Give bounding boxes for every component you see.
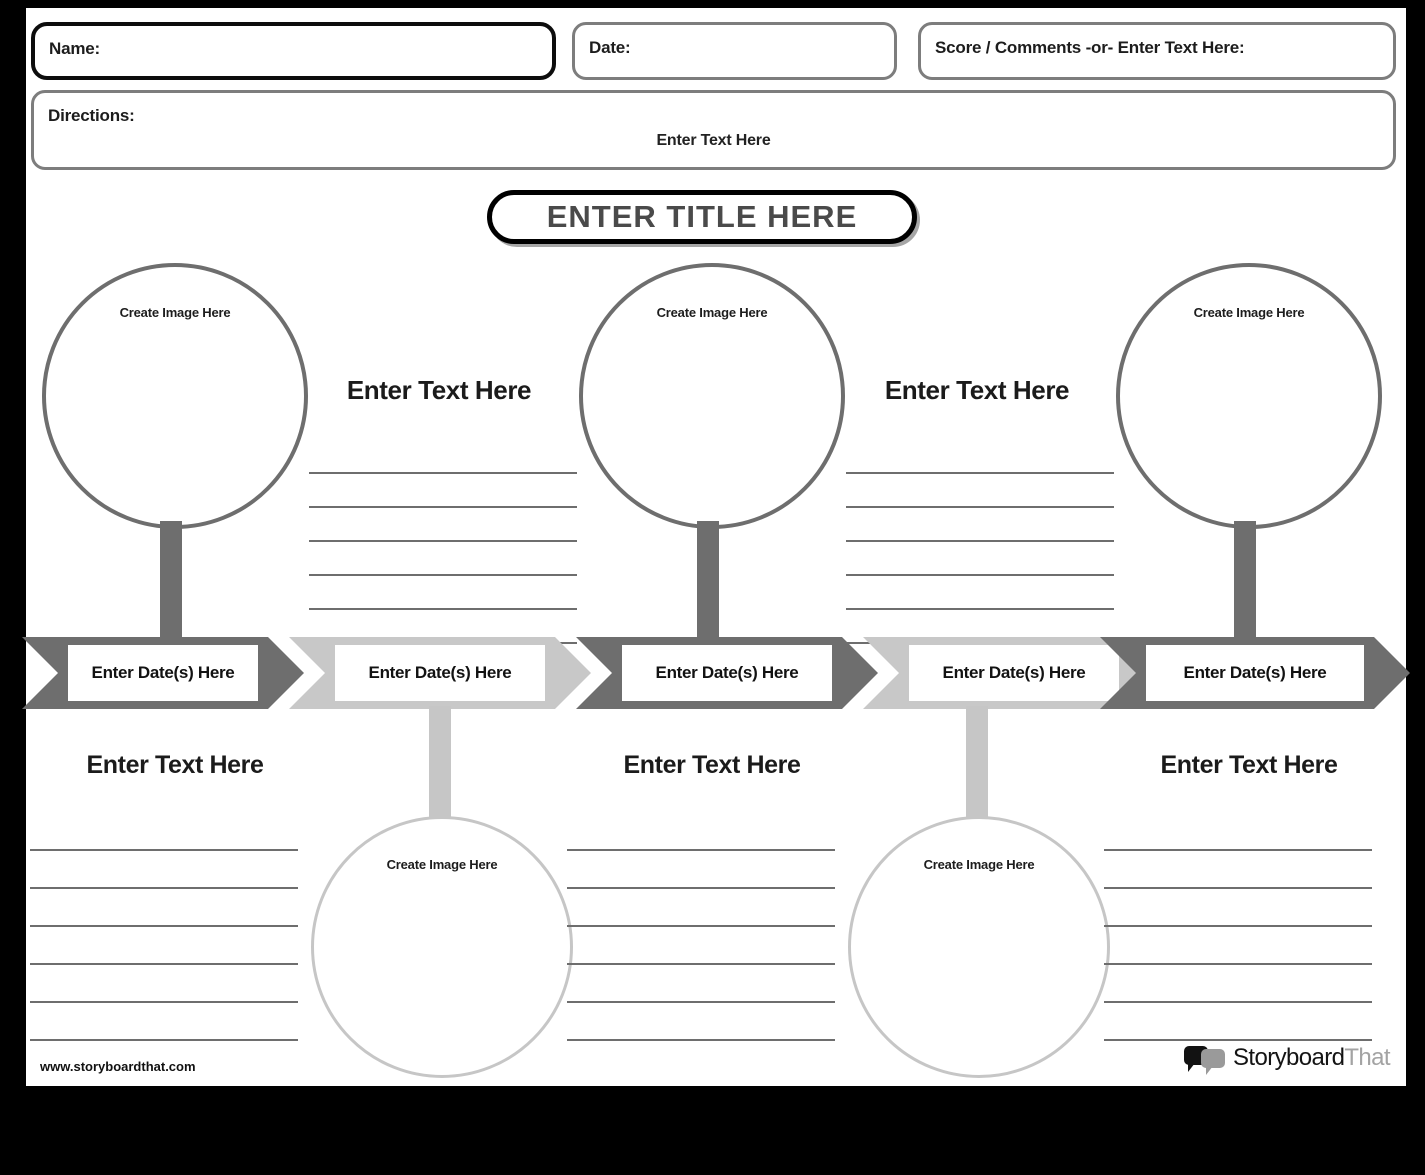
connector-stem-bottom-2 bbox=[966, 706, 988, 822]
logo-wordmark: StoryboardThat bbox=[1232, 1044, 1391, 1072]
writing-line bbox=[309, 440, 577, 474]
connector-stem-top-3 bbox=[1234, 521, 1256, 641]
writing-line bbox=[567, 965, 835, 1003]
writing-line bbox=[309, 542, 577, 576]
timeline-strip: Enter Date(s) Here Enter Date(s) Here En… bbox=[26, 637, 1406, 709]
writing-line bbox=[30, 889, 298, 927]
writing-line bbox=[846, 508, 1114, 542]
top-text-heading-2: Enter Text Here bbox=[884, 375, 1070, 405]
bottom-text-heading-1: Enter Text Here bbox=[86, 751, 264, 779]
image-placeholder-label: Create Image Here bbox=[656, 305, 768, 320]
directions-field[interactable]: Directions: Enter Text Here bbox=[31, 90, 1396, 170]
connector-stem-bottom-1 bbox=[429, 706, 451, 822]
title-box[interactable]: ENTER TITLE HERE bbox=[487, 190, 917, 244]
writing-line bbox=[846, 474, 1114, 508]
logo-word-primary: Storyboard bbox=[1232, 1044, 1345, 1071]
writing-line bbox=[1104, 965, 1372, 1003]
bottom-image-circle-2[interactable]: Create Image Here bbox=[848, 816, 1110, 1078]
score-comments-field[interactable]: Score / Comments -or- Enter Text Here: bbox=[918, 22, 1396, 80]
logo-word-secondary: That bbox=[1344, 1044, 1390, 1071]
timeline-step-label: Enter Date(s) Here bbox=[622, 645, 832, 701]
top-text-lines-1[interactable] bbox=[309, 440, 577, 644]
timeline-step-1[interactable]: Enter Date(s) Here bbox=[22, 637, 304, 709]
speech-bubbles-icon bbox=[1183, 1044, 1226, 1075]
writing-line bbox=[846, 576, 1114, 610]
bottom-text-lines-1[interactable] bbox=[30, 813, 298, 1041]
writing-line bbox=[1104, 1003, 1372, 1041]
timeline-step-label: Enter Date(s) Here bbox=[909, 645, 1119, 701]
date-field[interactable]: Date: bbox=[572, 22, 897, 80]
top-image-circle-2[interactable]: Create Image Here bbox=[579, 263, 845, 529]
writing-line bbox=[30, 1003, 298, 1041]
image-placeholder-label: Create Image Here bbox=[1193, 305, 1305, 320]
writing-line bbox=[846, 542, 1114, 576]
top-text-lines-2[interactable] bbox=[846, 440, 1114, 644]
storyboardthat-logo: StoryboardThat bbox=[1183, 1044, 1391, 1075]
writing-line bbox=[30, 965, 298, 1003]
bottom-text-heading-2: Enter Text Here bbox=[623, 751, 801, 779]
connector-stem-top-1 bbox=[160, 521, 182, 641]
connector-stem-top-2 bbox=[697, 521, 719, 641]
directions-label: Directions: bbox=[48, 106, 135, 125]
bottom-text-lines-3[interactable] bbox=[1104, 813, 1372, 1041]
writing-line bbox=[309, 576, 577, 610]
date-label: Date: bbox=[589, 38, 631, 57]
bottom-image-circle-1[interactable]: Create Image Here bbox=[311, 816, 573, 1078]
timeline-step-5[interactable]: Enter Date(s) Here bbox=[1100, 637, 1410, 709]
site-url[interactable]: www.storyboardthat.com bbox=[40, 1059, 196, 1074]
image-placeholder-label: Create Image Here bbox=[119, 305, 231, 320]
timeline-step-label: Enter Date(s) Here bbox=[335, 645, 545, 701]
page-title: ENTER TITLE HERE bbox=[546, 199, 858, 234]
top-image-circle-1[interactable]: Create Image Here bbox=[42, 263, 308, 529]
timeline-step-label: Enter Date(s) Here bbox=[1146, 645, 1364, 701]
writing-line bbox=[567, 1003, 835, 1041]
writing-line bbox=[30, 927, 298, 965]
writing-line bbox=[1104, 927, 1372, 965]
score-comments-label: Score / Comments -or- Enter Text Here: bbox=[935, 38, 1245, 57]
timeline-step-3[interactable]: Enter Date(s) Here bbox=[576, 637, 878, 709]
top-image-circle-3[interactable]: Create Image Here bbox=[1116, 263, 1382, 529]
writing-line bbox=[30, 851, 298, 889]
bottom-text-lines-2[interactable] bbox=[567, 813, 835, 1041]
top-text-heading-1: Enter Text Here bbox=[346, 375, 532, 405]
writing-line bbox=[309, 474, 577, 508]
writing-line bbox=[567, 927, 835, 965]
image-placeholder-label: Create Image Here bbox=[923, 857, 1035, 872]
writing-line bbox=[1104, 851, 1372, 889]
bottom-text-heading-3: Enter Text Here bbox=[1160, 751, 1338, 779]
name-field[interactable]: Name: bbox=[31, 22, 556, 80]
writing-line bbox=[846, 440, 1114, 474]
writing-line bbox=[567, 889, 835, 927]
writing-line bbox=[309, 508, 577, 542]
image-placeholder-label: Create Image Here bbox=[386, 857, 498, 872]
speech-bubble-light-icon bbox=[1200, 1049, 1225, 1075]
writing-line bbox=[567, 851, 835, 889]
worksheet-page: Name: Date: Score / Comments -or- Enter … bbox=[26, 8, 1406, 1086]
name-label: Name: bbox=[49, 39, 100, 58]
writing-line bbox=[1104, 813, 1372, 851]
timeline-step-2[interactable]: Enter Date(s) Here bbox=[289, 637, 591, 709]
timeline-step-label: Enter Date(s) Here bbox=[68, 645, 258, 701]
writing-line bbox=[1104, 889, 1372, 927]
writing-line bbox=[30, 813, 298, 851]
directions-placeholder: Enter Text Here bbox=[656, 132, 771, 149]
writing-line bbox=[567, 813, 835, 851]
